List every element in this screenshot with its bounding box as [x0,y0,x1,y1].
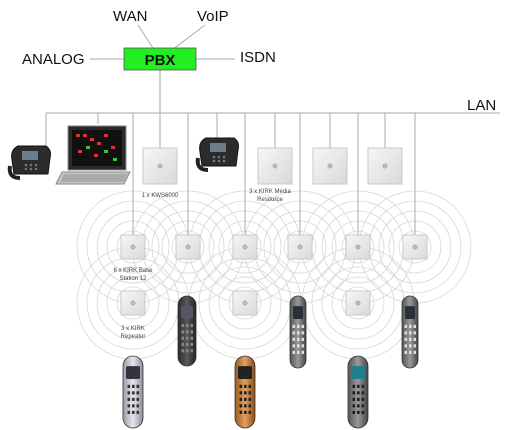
lan-label: LAN [467,97,496,114]
wave-ring [331,276,385,330]
base-station-icon [287,234,313,260]
analog-label: ANALOG [22,51,85,68]
wave-ring [96,266,170,340]
server-unit-icon [312,147,348,185]
base-station-icon [232,234,258,260]
wave-ring [218,276,272,330]
repeater-caption-line2: Repeater [121,334,146,340]
pbx-box: PBX [123,47,197,71]
wan-label: WAN [113,8,147,25]
wave-ring [321,266,395,340]
handset-icon [122,355,144,429]
handset-icon [234,355,256,429]
repeater-icon [345,290,371,316]
base-station-icon [175,234,201,260]
pbx-label: PBX [145,52,176,69]
repeater-caption-line1: 3 x KIRK [121,326,145,332]
server-unit-icon [142,147,178,185]
kws-caption: 1 x KWS6000 [142,193,179,199]
base-station-icon [345,234,371,260]
wave-ring [208,266,282,340]
lan-drops [45,113,416,235]
repeater-icon [232,290,258,316]
server-unit-icon [257,147,293,185]
repeater-icon [120,290,146,316]
handset-icon [401,295,419,369]
handset-icon [347,355,369,429]
handset-icon [289,295,307,369]
base-caption-line1: 6 x KIRK Base [113,268,153,274]
isdn-label: ISDN [240,49,276,66]
media-caption-line1: 3 x KIRK Media [249,189,291,195]
desk-phone-icon [195,137,239,172]
base-caption-line2: Station 12 [119,276,147,282]
wave-ring [116,286,150,320]
media-caption-line2: Resource [257,197,283,203]
wave-ring [341,286,375,320]
handset-icon [177,295,197,367]
base-station-icon [120,234,146,260]
base-station-icon [402,234,428,260]
voip-label: VoIP [197,8,229,25]
wave-ring [106,276,160,330]
desk-phone-icon [7,145,51,180]
laptop-icon [55,125,131,185]
wave-ring [228,286,262,320]
server-unit-icon [367,147,403,185]
